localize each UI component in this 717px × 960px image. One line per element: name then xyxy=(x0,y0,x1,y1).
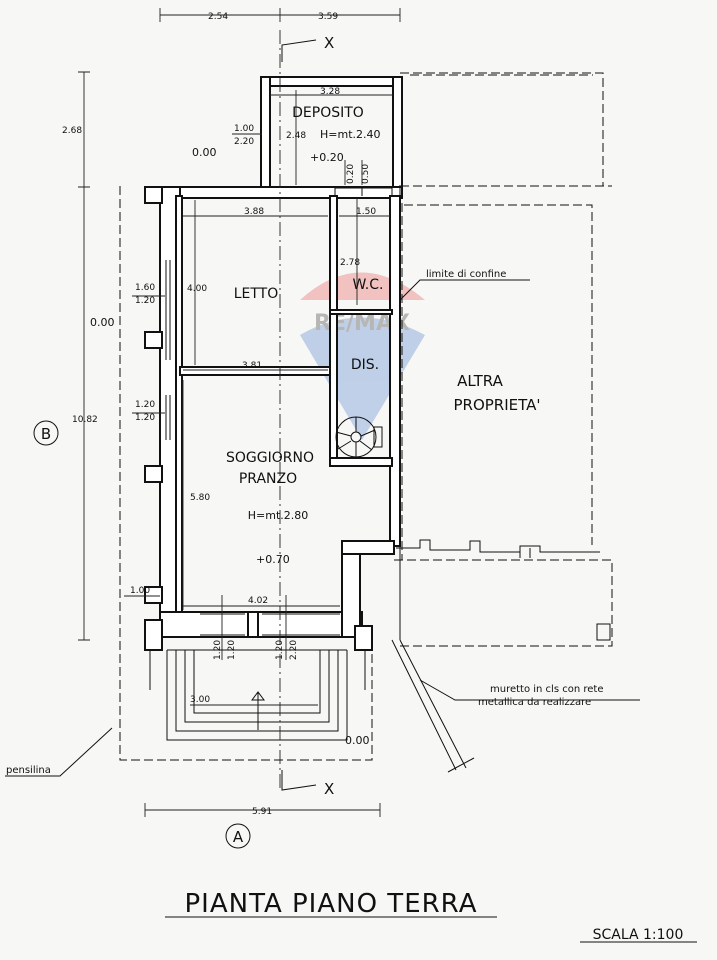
level-deposito: +0.20 xyxy=(310,151,344,164)
dim-total-depth: 10.82 xyxy=(72,415,98,425)
dimension-lines xyxy=(78,8,401,817)
limite-leader xyxy=(399,279,530,301)
spiral-stair xyxy=(335,416,383,458)
dim-wc-width: 1.50 xyxy=(356,207,376,217)
axis-b-label: B xyxy=(41,425,51,443)
annotations: X X B A limite di confine muretto in cls… xyxy=(6,34,603,846)
limite-label: limite di confine xyxy=(426,269,506,280)
dim-porch-width: 3.00 xyxy=(190,695,210,705)
level-outside-bottom: 0.00 xyxy=(345,734,370,747)
room-deposito: DEPOSITO xyxy=(292,105,364,121)
dim-mid-width: 3.81 xyxy=(242,361,262,371)
dim-door-b-1: 1.20 xyxy=(275,640,285,660)
section-x-bottom: X xyxy=(324,780,334,798)
pensilina-label: pensilina xyxy=(6,765,51,776)
room-dis: DIS. xyxy=(351,357,379,373)
dim-1-00: 1.00 xyxy=(130,586,150,596)
porch-steps xyxy=(149,649,366,741)
muretto-label-2: metallica da realizzare xyxy=(478,697,591,708)
room-letto: LETTO xyxy=(234,286,279,302)
level-soggiorno: +0.70 xyxy=(256,553,290,566)
height-soggiorno: H=mt.2.80 xyxy=(248,509,309,522)
axis-a-label: A xyxy=(233,828,244,846)
dim-overall-width: 5.91 xyxy=(252,807,272,817)
dim-win-dep-b: 2.20 xyxy=(234,137,254,147)
dim-sogg-depth: 5.80 xyxy=(190,493,210,503)
muretto-leader xyxy=(419,679,640,701)
room-wc: W.C. xyxy=(353,277,384,293)
axis-b-callout xyxy=(33,420,59,446)
dim-letto-width: 3.88 xyxy=(244,207,264,217)
muretto-label-1: muretto in cls con rete xyxy=(490,684,603,695)
dim-letto-depth: 4.00 xyxy=(187,284,207,294)
dim-win-sogg-a: 1.20 xyxy=(135,400,155,410)
dim-deposito-height: 2.48 xyxy=(286,131,306,141)
height-deposito: H=mt.2.40 xyxy=(320,128,381,141)
dimension-labels: 2.54 3.59 3.28 2.48 2.68 1.00 2.20 0.20 … xyxy=(62,12,376,817)
dim-win-letto-a: 1.60 xyxy=(135,283,155,293)
boundary-wall xyxy=(391,185,475,773)
section-marker-bottom xyxy=(281,770,317,791)
walls xyxy=(144,76,403,651)
dashed-outlines xyxy=(119,72,613,761)
section-x-top: X xyxy=(324,34,334,52)
dim-deposito-width: 3.28 xyxy=(320,87,340,97)
pensilina-leader xyxy=(5,727,113,777)
room-altra: ALTRA xyxy=(457,372,504,390)
dim-door-a-1: 1.20 xyxy=(213,640,223,660)
dim-win-letto-b: 1.20 xyxy=(135,296,155,306)
dim-door-b-2: 2.20 xyxy=(289,640,299,660)
dim-sogg-width: 4.02 xyxy=(248,596,268,606)
dim-win-sogg-b: 1.20 xyxy=(135,413,155,423)
dim-2-68: 2.68 xyxy=(62,126,82,136)
dim-door-a-2: 1.20 xyxy=(227,640,237,660)
dim-dep-door-a: 0.20 xyxy=(346,164,356,184)
dim-top-left: 2.54 xyxy=(208,12,228,22)
dim-top-right: 3.59 xyxy=(318,12,338,22)
level-labels: +0.20 +0.70 0.00 0.00 0.00 xyxy=(90,146,370,747)
level-outside-top: 0.00 xyxy=(192,146,217,159)
room-proprieta: PROPRIETA' xyxy=(453,396,540,414)
axis-a-callout xyxy=(225,823,251,849)
dim-win-dep-a: 1.00 xyxy=(234,124,254,134)
plan-scale: SCALA 1:100 xyxy=(593,927,684,943)
plan-title: PIANTA PIANO TERRA xyxy=(185,889,478,919)
section-marker-top xyxy=(281,39,317,62)
dim-dep-door-b: 0.50 xyxy=(361,164,371,184)
room-pranzo: PRANZO xyxy=(239,471,297,487)
dim-wc-depth: 2.78 xyxy=(340,258,360,268)
level-outside-mid: 0.00 xyxy=(90,316,115,329)
room-labels: DEPOSITO H=mt.2.40 LETTO W.C. DIS. SOGGI… xyxy=(226,105,541,522)
room-soggiorno: SOGGIORNO xyxy=(226,450,314,466)
